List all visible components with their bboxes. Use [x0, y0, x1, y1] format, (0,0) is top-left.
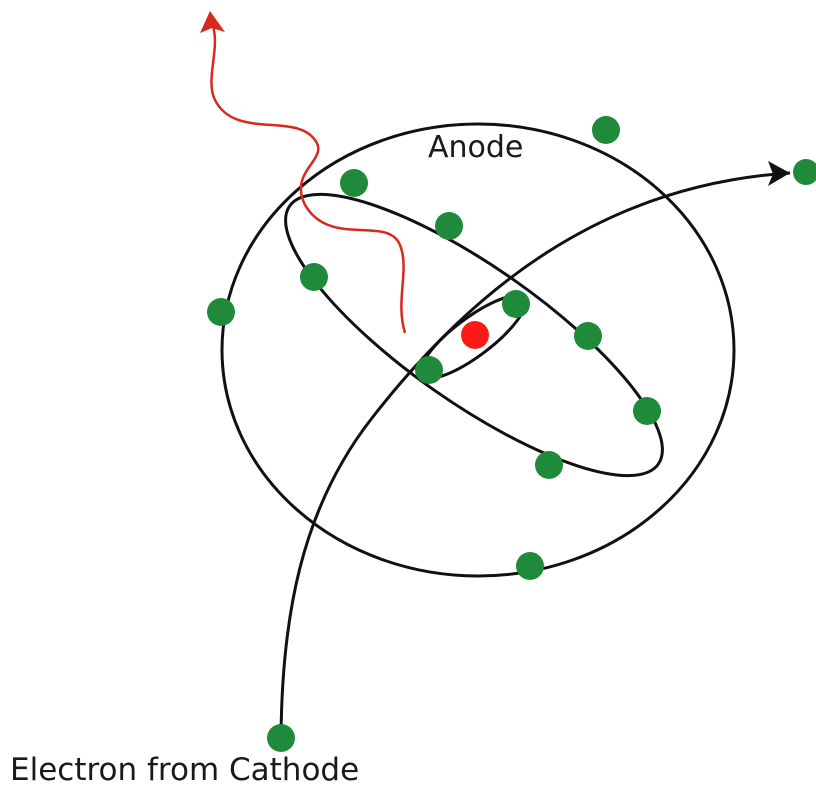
anode-label: Anode — [428, 130, 524, 165]
scattered-electron — [793, 159, 816, 185]
nucleus — [461, 321, 489, 349]
electron — [300, 263, 328, 291]
xray-emission-wave — [210, 25, 407, 334]
electron — [340, 169, 368, 197]
electron-source-label: Electron from Cathode — [10, 752, 360, 788]
incident-electron — [267, 724, 295, 752]
outer-orbit — [220, 122, 736, 578]
electron — [516, 552, 544, 580]
electron — [633, 397, 661, 425]
electron — [415, 356, 443, 384]
electron-trajectory — [279, 171, 791, 738]
electron — [502, 290, 530, 318]
electron — [435, 212, 463, 240]
middle-orbit — [284, 192, 664, 478]
electron — [592, 116, 620, 144]
electron — [574, 322, 602, 350]
electron — [207, 298, 235, 326]
electron — [535, 451, 563, 479]
electrons — [207, 116, 816, 752]
trajectory-arrowhead — [768, 161, 790, 186]
xray-arrowhead — [200, 11, 225, 33]
